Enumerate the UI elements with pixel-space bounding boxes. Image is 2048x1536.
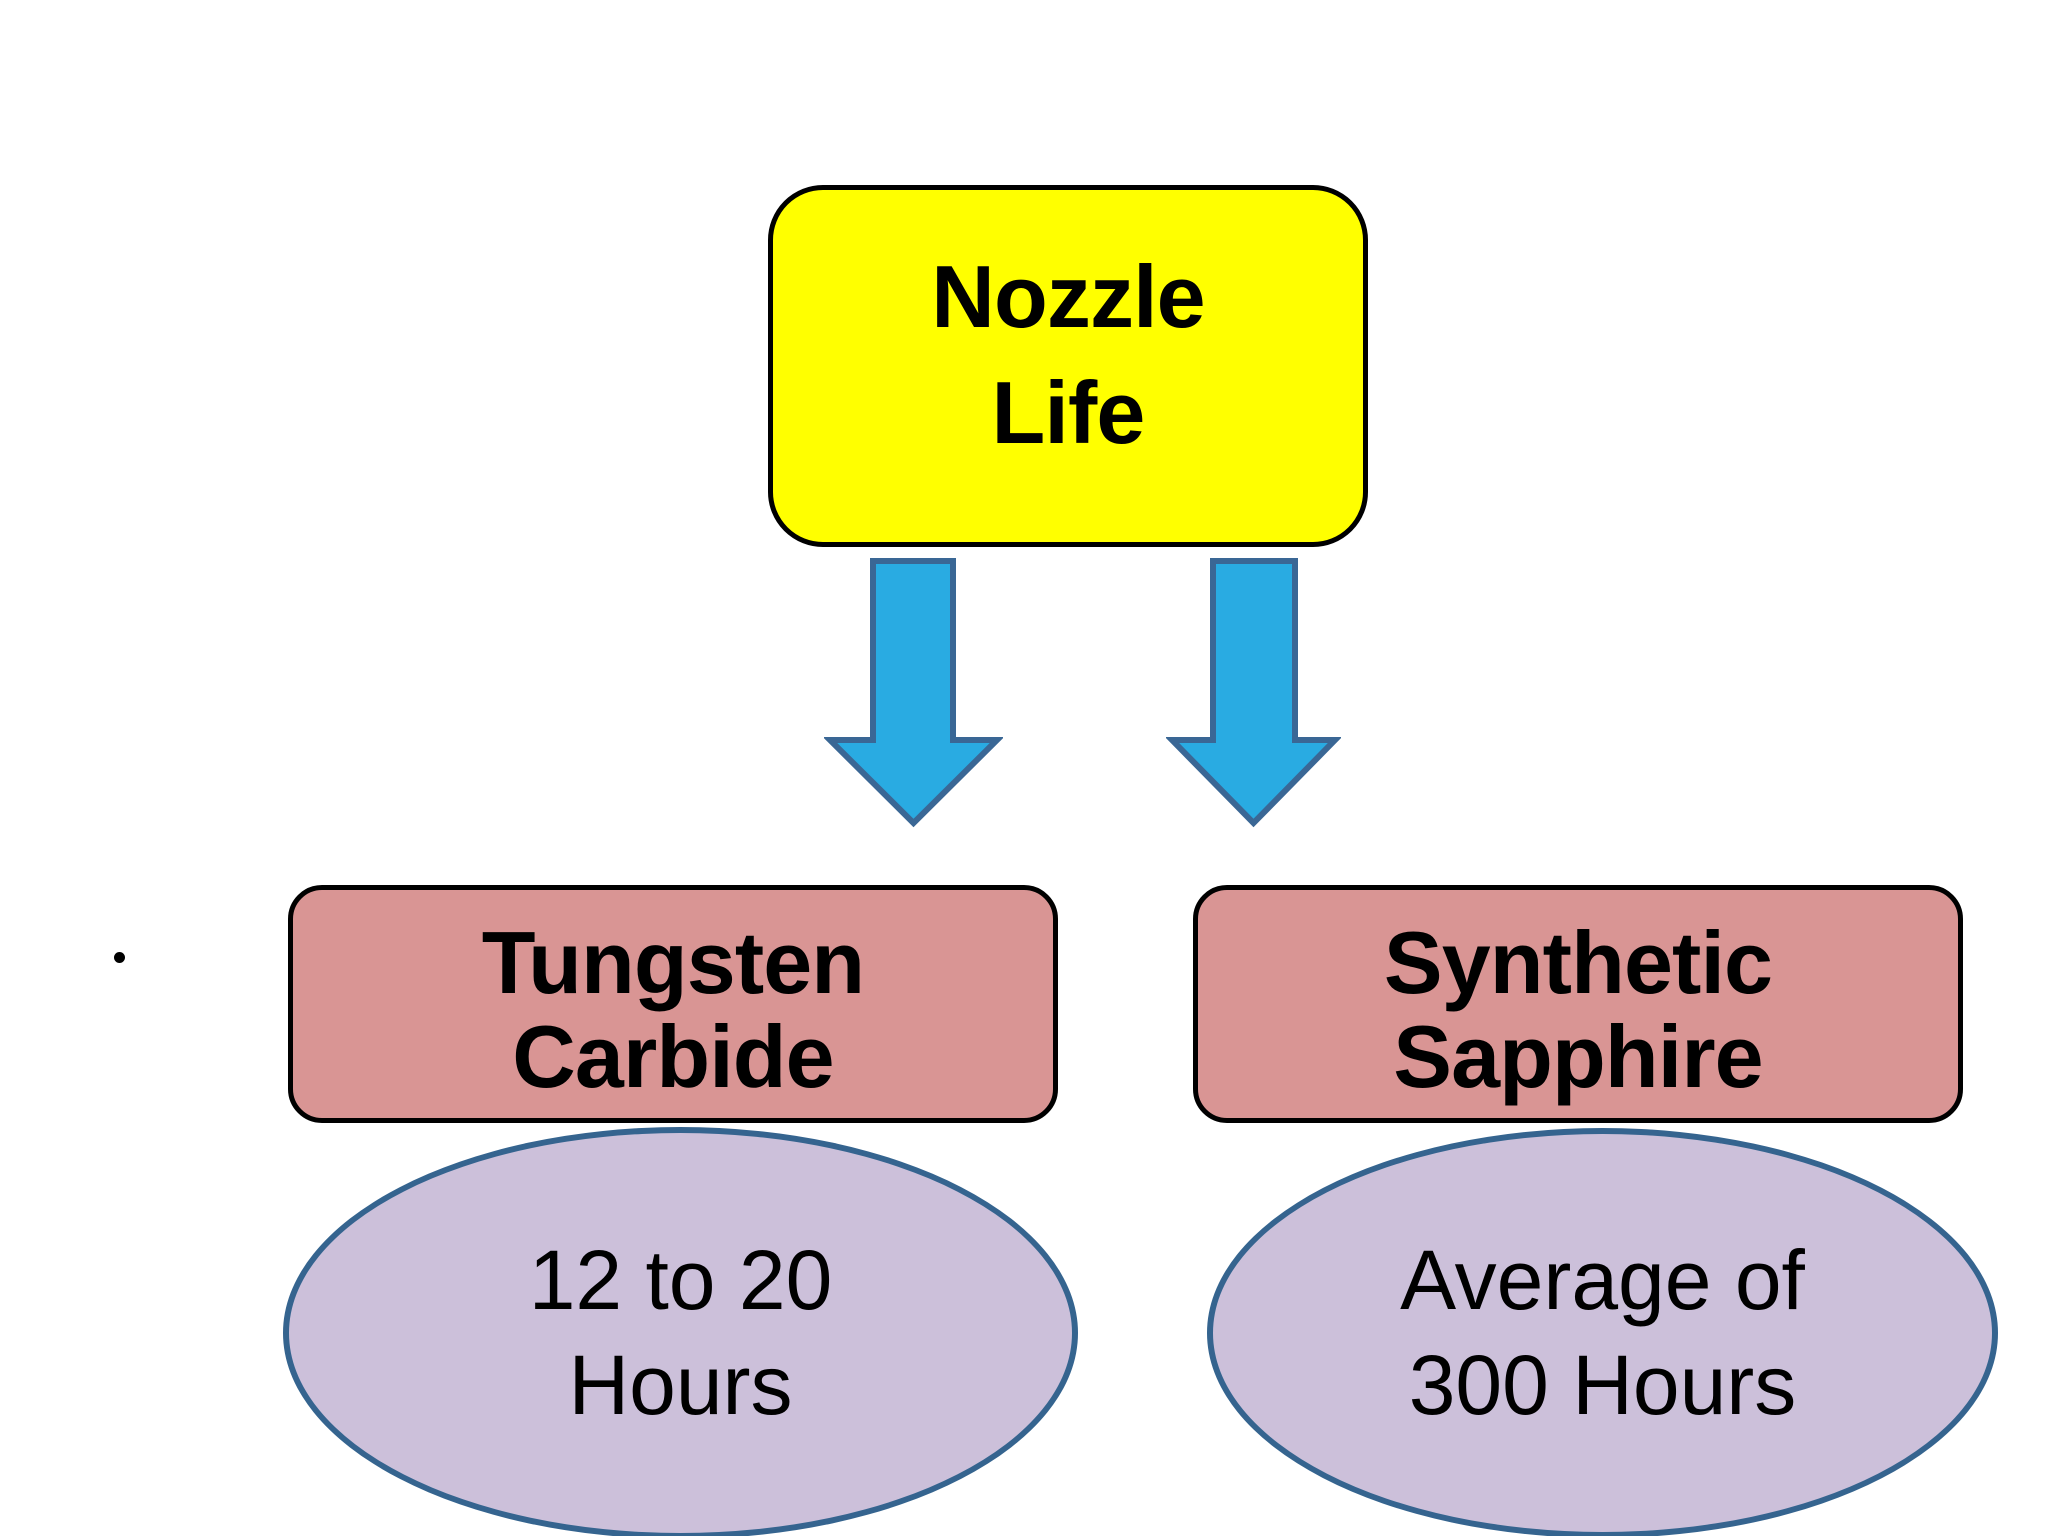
node-nozzle-life: Nozzle Life — [768, 185, 1368, 547]
ellipse-tungsten-line2: Hours — [568, 1338, 793, 1432]
ellipse-tungsten-life-hours: 12 to 20 Hours — [283, 1127, 1078, 1536]
stray-bullet-dot — [114, 952, 125, 963]
down-arrow-right-shape — [1166, 558, 1341, 828]
ellipse-sapphire-life-hours: Average of 300 Hours — [1207, 1128, 1998, 1536]
ellipse-sapphire-line2: 300 Hours — [1408, 1338, 1797, 1432]
node-synthetic-sapphire-line2: Sapphire — [1393, 1007, 1763, 1106]
node-nozzle-life-line2: Life — [991, 363, 1146, 462]
node-tungsten-carbide: Tungsten Carbide — [288, 885, 1058, 1123]
down-arrow-connector-right — [1166, 558, 1341, 828]
node-synthetic-sapphire-line1: Synthetic — [1383, 912, 1773, 1012]
ellipse-tungsten-line1: 12 to 20 — [528, 1233, 833, 1327]
ellipse-sapphire-line1: Average of — [1400, 1233, 1805, 1327]
node-nozzle-life-line1: Nozzle — [931, 246, 1205, 346]
node-tungsten-carbide-line2: Carbide — [512, 1007, 834, 1106]
node-tungsten-carbide-line1: Tungsten — [481, 912, 865, 1012]
node-synthetic-sapphire: Synthetic Sapphire — [1193, 885, 1963, 1123]
down-arrow-connector-left — [824, 558, 1003, 828]
down-arrow-left-shape — [824, 558, 1003, 828]
